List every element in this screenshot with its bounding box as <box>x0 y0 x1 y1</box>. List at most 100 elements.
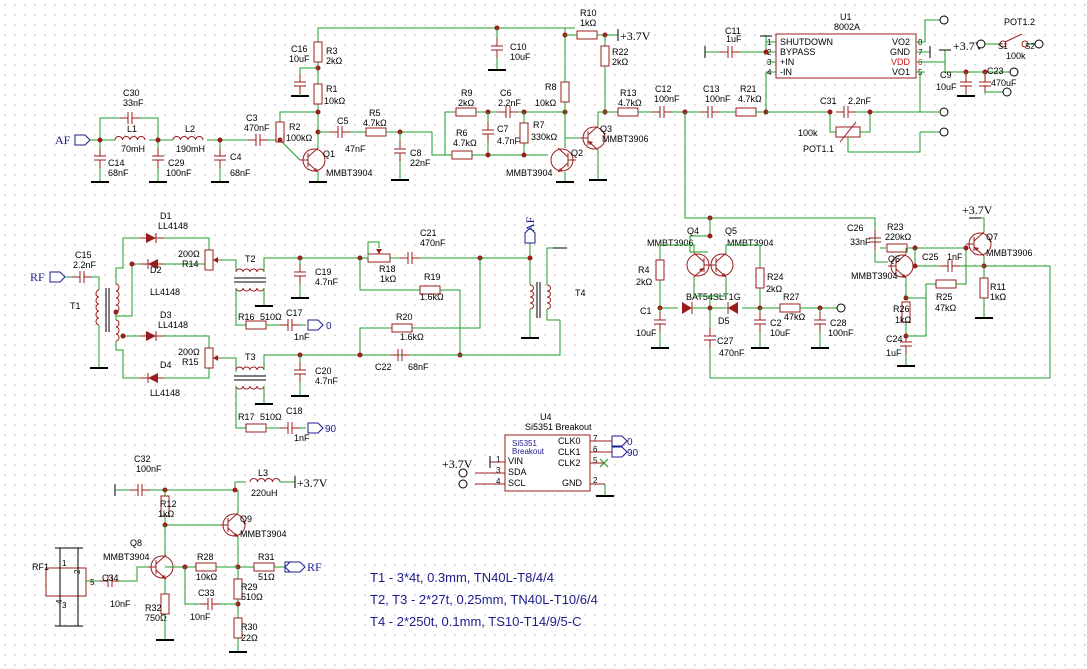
r13-ref: R13 <box>620 88 637 98</box>
pot12-s2: S2 <box>1025 42 1035 51</box>
c10-ref: C10 <box>510 42 527 52</box>
rf1-ref: RF1 <box>32 562 49 572</box>
c17-ref: C17 <box>286 308 303 318</box>
u4-inner-line1: Si5351 <box>512 439 537 448</box>
c34-ref: C34 <box>102 573 119 583</box>
r8-ref: R8 <box>545 82 557 92</box>
l2-value: 190mH <box>176 144 205 154</box>
r28-value: 10kΩ <box>196 572 218 582</box>
r19-value: 1.6kΩ <box>420 292 444 302</box>
rf1-pin4: 4 <box>55 599 64 604</box>
l1-ref: L1 <box>127 124 137 134</box>
c21-ref: C21 <box>420 228 437 238</box>
amp-input-path: R13 4.7kΩ C12 100nF C13 100nF R21 4.7kΩ … <box>617 71 949 154</box>
c8-ref: C8 <box>410 148 422 158</box>
c23-value: 470uF <box>991 78 1017 88</box>
c9-value: 10uF <box>936 82 957 92</box>
c31-ref: C31 <box>820 96 837 106</box>
l3-ref: L3 <box>258 468 268 478</box>
c17-value: 1nF <box>294 332 310 342</box>
r6-value: 4.7kΩ <box>453 138 477 148</box>
c12-ref: C12 <box>655 84 672 94</box>
r10-value: 1kΩ <box>580 18 597 28</box>
q1-value: MMBT3904 <box>326 168 373 178</box>
q9-value: MMBT3904 <box>240 529 287 539</box>
c21-value: 470nF <box>420 238 446 248</box>
c11-value: 1uF <box>726 34 742 44</box>
q4-value: MMBT3906 <box>647 238 694 248</box>
r20-value: 1.6kΩ <box>400 332 424 342</box>
r3-value: 2kΩ <box>326 56 343 66</box>
note-t4: T4 - 2*250t, 0.1mm, TS10-T14/9/5-C <box>370 614 581 629</box>
vcc-label-4: +3.7V <box>442 457 473 471</box>
c28-ref: C28 <box>830 318 847 328</box>
r18-ref: R18 <box>379 264 396 274</box>
r5-value: 4.7kΩ <box>363 118 387 128</box>
r21-value: 4.7kΩ <box>738 94 762 104</box>
u1-pin4-name: -IN <box>780 67 792 77</box>
c20-value: 4.7nF <box>315 376 339 386</box>
q3-ref: Q3 <box>600 124 612 134</box>
c34-value: 10nF <box>110 599 131 609</box>
c9-ref: C9 <box>940 70 952 80</box>
c25-ref: C25 <box>922 252 939 262</box>
u4-gnd-label: GND <box>562 478 583 488</box>
u4-pin1: 1 <box>496 455 501 464</box>
c19-value: 4.7nF <box>315 277 339 287</box>
u4-clk1-label: CLK1 <box>558 447 581 457</box>
c15-ref: C15 <box>75 250 92 260</box>
d3-ref: D3 <box>160 310 172 320</box>
rf-output-stage: C32 100nF L3 220uH +3.7V R12 1kΩ Q9 MMBT… <box>32 454 328 653</box>
u1-pin3-name: +IN <box>780 57 794 67</box>
net-zero-flag-2: 0 <box>627 437 633 448</box>
c8-value: 22nF <box>410 158 431 168</box>
u1-pin2-name: BYPASS <box>780 47 815 57</box>
c6-ref: C6 <box>500 88 512 98</box>
c27-ref: C27 <box>717 336 734 346</box>
c6-value: 2.2nF <box>498 98 522 108</box>
c16-ref: C16 <box>291 44 308 54</box>
audio-input-chain: AF C30 33nF L1 70mH L2 190mH C14 68nF C2… <box>55 27 566 183</box>
r16-ref: R16 <box>238 312 255 322</box>
r14-ref: R14 <box>182 259 199 269</box>
u1-pin1-name: SHUTDOWN <box>780 37 833 47</box>
r16-value: 510Ω <box>260 312 282 322</box>
r30-ref: R30 <box>241 622 258 632</box>
u4-pin4: 4 <box>496 477 501 486</box>
c22-value: 68nF <box>408 362 429 372</box>
q8-ref: Q8 <box>130 538 142 548</box>
q5-ref: Q5 <box>725 226 737 236</box>
c26-value: 33nF <box>850 237 871 247</box>
net-af-output: AF <box>523 216 537 232</box>
r22-value: 2kΩ <box>612 57 629 67</box>
c24-value: 1uF <box>886 348 902 358</box>
c14-ref: C14 <box>108 158 125 168</box>
q1-ref: Q1 <box>323 149 335 159</box>
q6-ref: Q6 <box>888 254 900 264</box>
r12-value: 1kΩ <box>158 509 175 519</box>
c29-value: 100nF <box>166 168 192 178</box>
c4-ref: C4 <box>230 152 242 162</box>
r27-ref: R27 <box>783 292 800 302</box>
q2-ref: Q2 <box>571 148 583 158</box>
r20-ref: R20 <box>396 312 413 322</box>
r26-value: 1kΩ <box>895 315 912 325</box>
c19-ref: C19 <box>315 267 332 277</box>
c32-value: 100nF <box>136 464 162 474</box>
pot12-s1: S1 <box>998 42 1008 51</box>
r13-value: 4.7kΩ <box>618 98 642 108</box>
r1-value: 10kΩ <box>324 96 346 106</box>
c13-ref: C13 <box>703 84 720 94</box>
u4-vin-label: VIN <box>508 456 523 466</box>
c14-value: 68nF <box>108 168 129 178</box>
u4-pin3: 3 <box>496 466 501 475</box>
q7-ref: Q7 <box>986 232 998 242</box>
c16-symbol <box>293 73 307 95</box>
u1-pin6-name: VDD <box>891 57 911 67</box>
c10-group: C10 10uF <box>487 25 531 71</box>
u1-pin8-name: VO2 <box>892 37 910 47</box>
l1-value: 70mH <box>121 144 145 154</box>
c13-value: 100nF <box>705 94 731 104</box>
r32-ref: R32 <box>145 603 162 613</box>
